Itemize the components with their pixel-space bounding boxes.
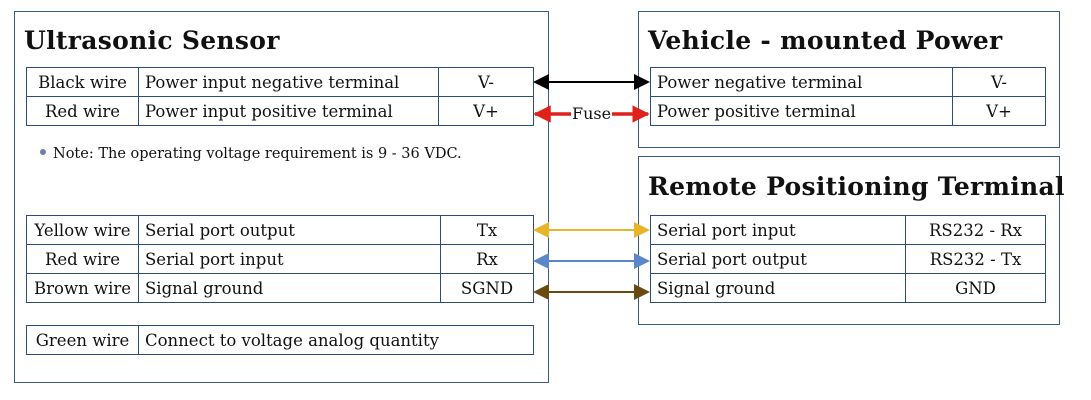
pin-code: V+: [952, 96, 1046, 126]
table-row: Brown wire Signal ground SGND: [26, 273, 534, 303]
pin-code: RS232 - Tx: [905, 244, 1046, 274]
pin-code: RS232 - Rx: [905, 215, 1046, 245]
table-row: Serial port input RS232 - Rx: [650, 215, 1046, 245]
fuse-label: Fuse: [571, 104, 613, 123]
wire-label: Red wire: [26, 96, 139, 126]
pin-description: Serial port output: [650, 244, 906, 274]
voltage-note-text: Note: The operating voltage requirement …: [53, 146, 462, 162]
wire-label: Black wire: [26, 67, 139, 97]
pin-code: V-: [952, 67, 1046, 97]
bullet-icon: [40, 149, 46, 155]
voltage-note: Note: The operating voltage requirement …: [40, 146, 462, 162]
remote-terminal-table: Serial port input RS232 - Rx Serial port…: [650, 215, 1046, 303]
table-row: Yellow wire Serial port output Tx: [26, 215, 534, 245]
pin-code: Rx: [440, 244, 534, 274]
table-row: Red wire Power input positive terminal V…: [26, 96, 534, 126]
vehicle-power-table: Power negative terminal V- Power positiv…: [650, 67, 1046, 126]
pin-description: Signal ground: [650, 273, 906, 303]
table-row: Signal ground GND: [650, 273, 1046, 303]
pin-code: SGND: [440, 273, 534, 303]
vehicle-power-title: Vehicle - mounted Power: [648, 26, 1003, 55]
remote-terminal-title: Remote Positioning Terminal: [648, 172, 1065, 201]
wire-label: Yellow wire: [26, 215, 139, 245]
pin-description: Power input positive terminal: [138, 96, 439, 126]
pin-description: Power positive terminal: [650, 96, 953, 126]
pin-description: Connect to voltage analog quantity: [138, 325, 534, 355]
table-row: Serial port output RS232 - Tx: [650, 244, 1046, 274]
wire-label: Green wire: [26, 325, 139, 355]
pin-code: GND: [905, 273, 1046, 303]
table-row: Black wire Power input negative terminal…: [26, 67, 534, 97]
sensor-serial-table: Yellow wire Serial port output Tx Red wi…: [26, 215, 534, 303]
pin-code: Tx: [440, 215, 534, 245]
table-row: Power positive terminal V+: [650, 96, 1046, 126]
pin-code: V+: [438, 96, 534, 126]
ultrasonic-sensor-title: Ultrasonic Sensor: [24, 26, 280, 55]
sensor-analog-table: Green wire Connect to voltage analog qua…: [26, 325, 534, 355]
sensor-power-table: Black wire Power input negative terminal…: [26, 67, 534, 126]
pin-description: Signal ground: [138, 273, 441, 303]
pin-description: Serial port output: [138, 215, 441, 245]
table-row: Green wire Connect to voltage analog qua…: [26, 325, 534, 355]
pin-description: Serial port input: [650, 215, 906, 245]
wire-label: Brown wire: [26, 273, 139, 303]
